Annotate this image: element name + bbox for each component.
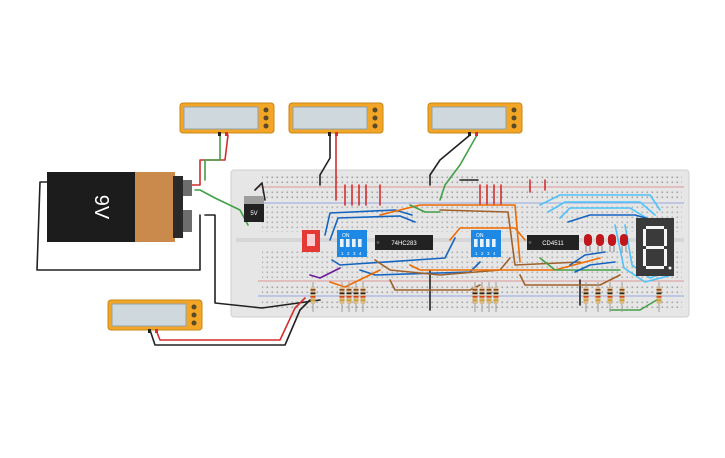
resistor[interactable] [310,282,316,312]
regulator-label: 5V [250,211,257,217]
voltage-regulator[interactable]: 5V [244,196,264,222]
resistor[interactable] [486,282,492,312]
resistor[interactable] [595,282,601,312]
led-1[interactable] [584,234,592,252]
chip-cd4511-label: CD4511 [542,241,564,247]
resistor[interactable] [607,282,613,312]
multimeter-1[interactable] [179,102,275,136]
dip-a-pin-1: 1 [341,251,344,256]
dip-b-pin-1: 1 [475,251,478,256]
dip-a-pin-4: 4 [359,251,362,256]
resistor[interactable] [339,282,345,312]
dip-b-pin-3: 3 [487,251,490,256]
dip-b-pin-2: 2 [481,251,484,256]
resistor[interactable] [472,282,478,312]
slide-switch[interactable] [302,230,320,252]
resistor-group [310,282,662,312]
led-3[interactable] [608,234,616,252]
chip-74hc283-label: 74HC283 [391,241,417,247]
dip-switch-a[interactable]: ON 1 2 3 4 [337,230,367,257]
led-group [584,234,628,252]
resistor[interactable] [619,282,625,312]
multimeter-4[interactable] [107,299,203,333]
resistor[interactable] [346,282,352,312]
seven-segment-display[interactable] [636,218,674,276]
resistor[interactable] [583,282,589,312]
dip-b-on-label: ON [476,233,484,239]
led-2[interactable] [596,234,604,252]
dip-switch-b[interactable]: ON 1 2 3 4 [471,230,501,257]
dip-a-pin-3: 3 [353,251,356,256]
chip-74hc283[interactable]: 74HC283 [375,235,433,250]
led-4[interactable] [620,234,628,252]
battery-9v[interactable]: 9V [47,172,192,242]
chip-cd4511[interactable]: CD4511 [527,235,579,250]
battery-label: 9V [90,195,112,220]
resistor[interactable] [493,282,499,312]
dip-b-pin-4: 4 [493,251,496,256]
resistor[interactable] [479,282,485,312]
resistor[interactable] [353,282,359,312]
multimeter-2[interactable] [288,102,384,136]
dip-a-pin-2: 2 [347,251,350,256]
resistor[interactable] [656,282,662,312]
resistor[interactable] [360,282,366,312]
dip-a-on-label: ON [342,233,350,239]
multimeter-3[interactable] [427,102,523,136]
